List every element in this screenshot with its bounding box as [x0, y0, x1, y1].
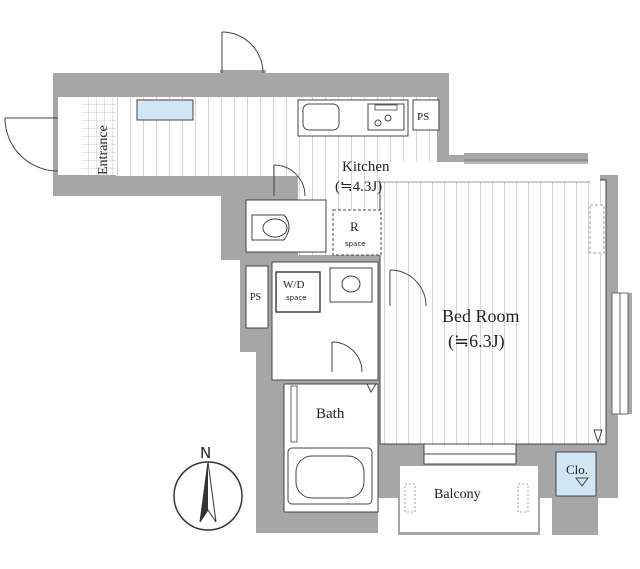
ps-shaft-left — [245, 265, 269, 329]
burner-icon — [374, 119, 382, 127]
ps-shaft-top — [412, 99, 440, 131]
compass: N — [173, 444, 243, 531]
outdoor-unit — [404, 483, 416, 513]
ps-left-label: PS — [250, 292, 261, 303]
bedroom-label: Bed Room — [442, 306, 520, 326]
kitchen-size: (≒4.3J) — [335, 179, 382, 195]
wash-basin — [329, 267, 373, 303]
washer-label: W/D — [283, 279, 304, 291]
shoe-cabinet — [136, 99, 194, 121]
washer-sub-label: space — [286, 294, 307, 302]
bedroom-floor — [379, 179, 607, 445]
fridge-label: R — [350, 219, 359, 234]
doors — [4, 31, 603, 487]
kitchen-label: Kitchen — [342, 159, 390, 175]
balcony-label: Balcony — [434, 487, 481, 502]
entrance-tile-floor — [82, 97, 116, 175]
bath-label: Bath — [316, 406, 345, 422]
closet-label: Clo. — [566, 462, 588, 477]
compass-north-label: N — [200, 444, 211, 462]
balcony-floor — [400, 466, 538, 532]
fridge-space — [332, 209, 382, 256]
entrance-step — [58, 97, 82, 175]
burner-icon — [384, 114, 392, 122]
outdoor-unit — [517, 483, 529, 513]
bedroom-upper-strip — [380, 162, 600, 182]
ac-unit — [589, 204, 605, 254]
washer-space — [275, 271, 321, 313]
stove — [367, 103, 405, 131]
ps-top-label: PS — [417, 111, 429, 123]
bedroom-size: (≒6.3J) — [448, 331, 505, 352]
entrance-label: Entrance — [96, 125, 111, 175]
kitchen-sink — [302, 103, 340, 131]
fridge-sub-label: space — [345, 240, 366, 248]
closet — [555, 451, 597, 497]
